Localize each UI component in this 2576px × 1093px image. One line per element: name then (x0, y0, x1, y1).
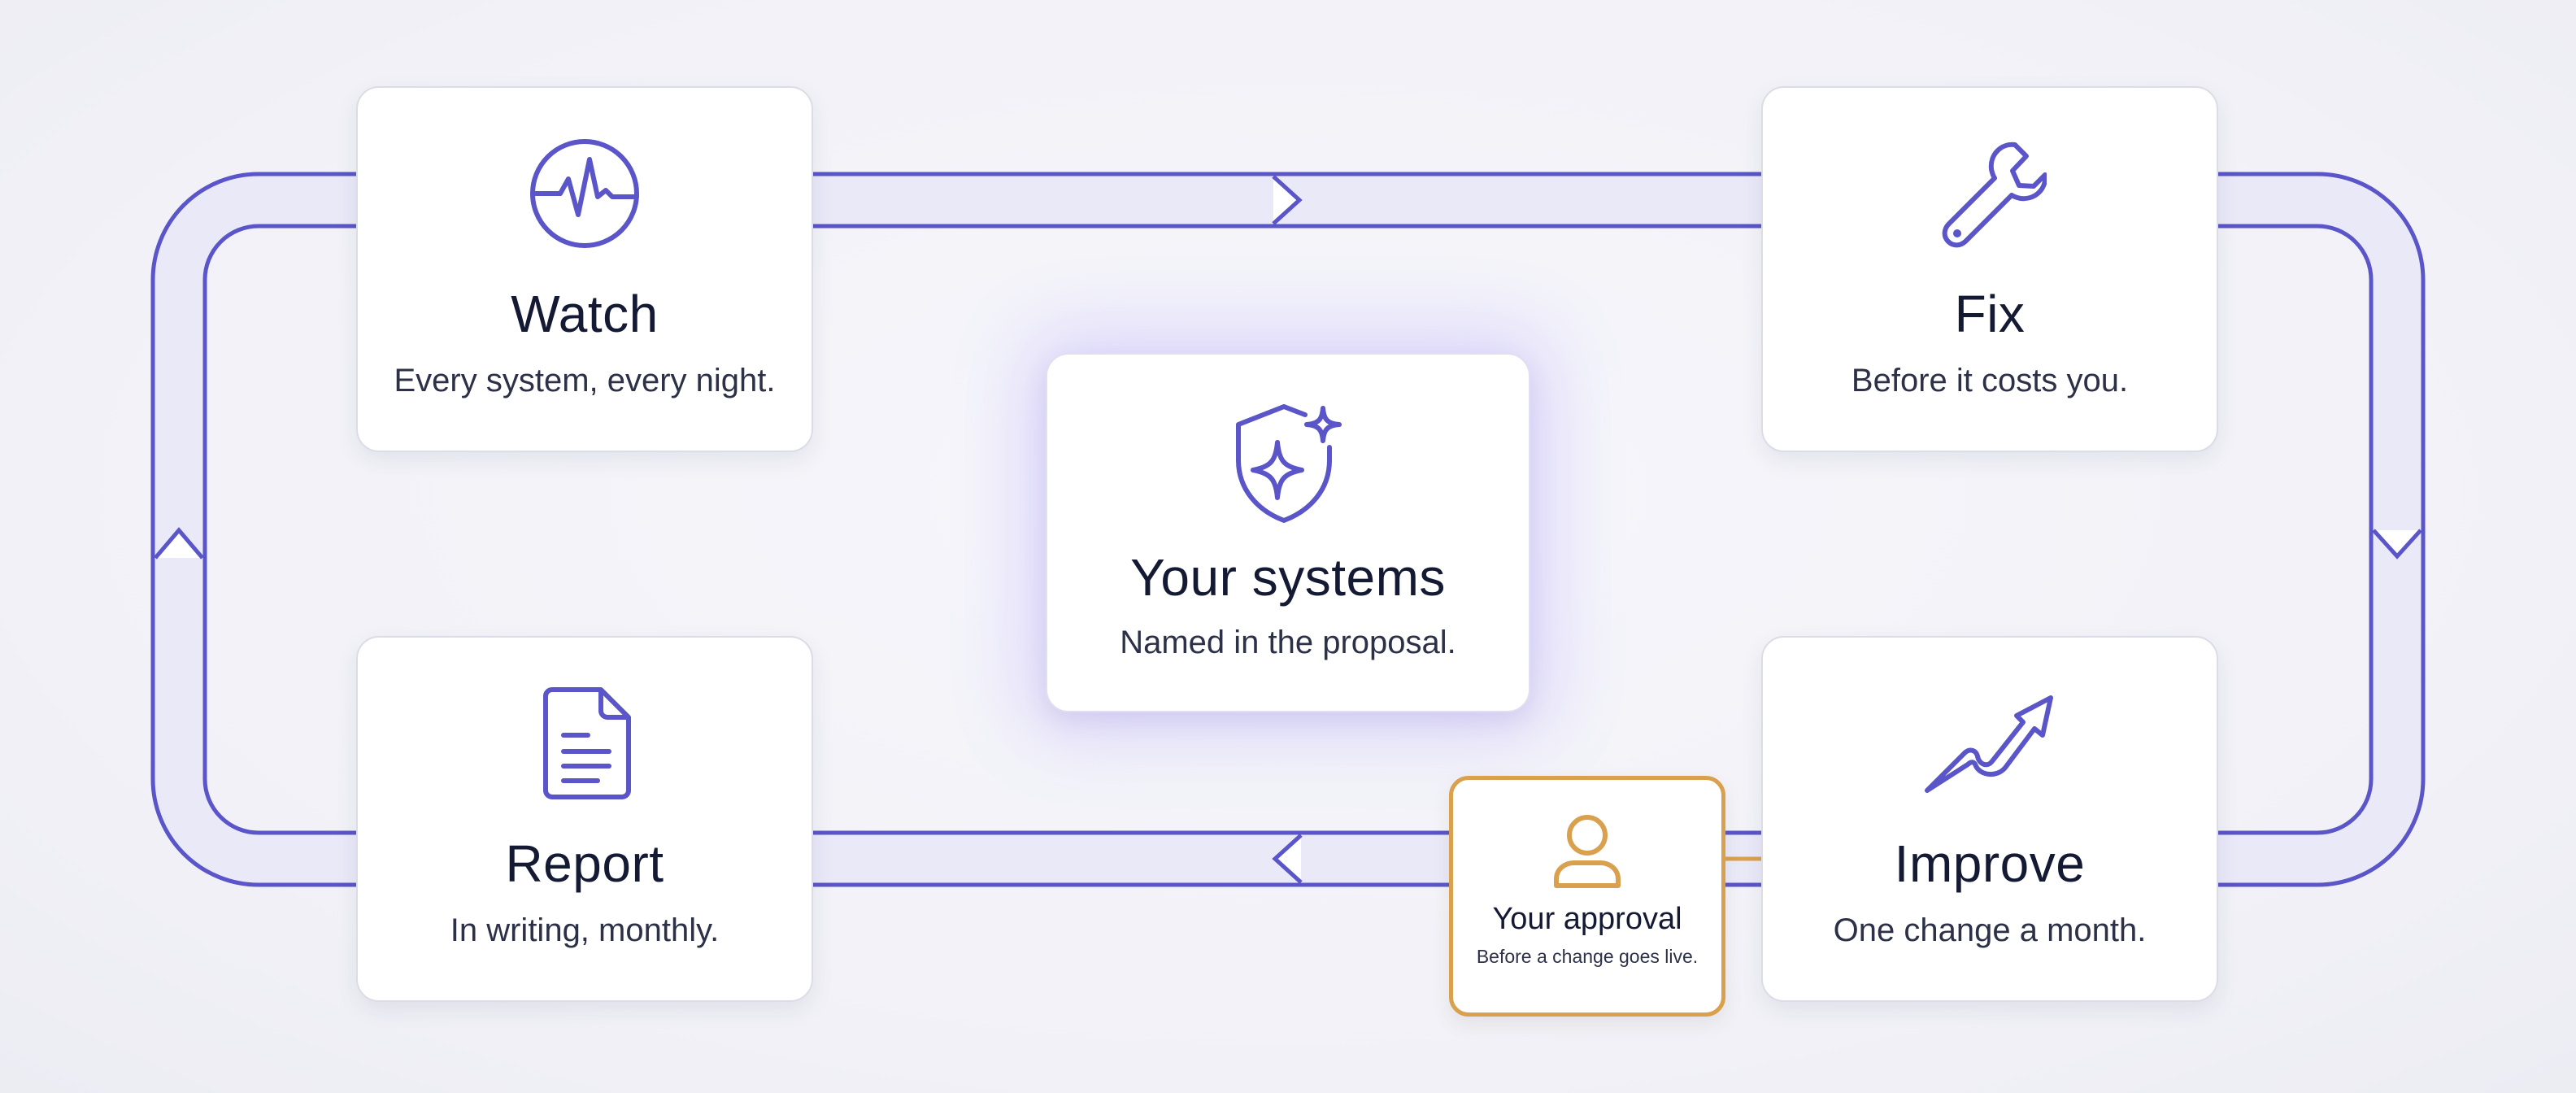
step-card-report: Report In writing, monthly. (356, 636, 813, 1002)
loop-inner-rail (202, 224, 2374, 835)
shield-sparkle-icon (1236, 404, 1342, 523)
step-subtitle: In writing, monthly. (450, 912, 720, 948)
step-title: Fix (1954, 285, 2026, 343)
step-subtitle: Before it costs you. (1851, 363, 2129, 398)
approval-subtitle: Before a change goes live. (1476, 946, 1699, 967)
direction-arrow-right (1272, 175, 1303, 225)
center-title: Your systems (1130, 548, 1446, 607)
center-card: Your systems Named in the proposal. (1046, 353, 1530, 712)
step-card-watch: Watch Every system, every night. (356, 86, 813, 452)
document-icon (543, 687, 631, 799)
approval-card: Your approval Before a change goes live. (1449, 776, 1725, 1017)
step-title: Report (505, 834, 664, 893)
step-subtitle: Every system, every night. (394, 363, 776, 398)
approval-title: Your approval (1492, 902, 1682, 936)
person-icon (1554, 815, 1621, 888)
direction-arrow-down (2372, 529, 2422, 560)
heartbeat-icon (530, 139, 639, 248)
step-card-improve: Improve One change a month. (1761, 636, 2218, 1002)
step-card-fix: Fix Before it costs you. (1761, 86, 2218, 452)
step-title: Improve (1894, 834, 2086, 893)
loop-outer-rail (150, 172, 2426, 887)
trend-up-icon (1925, 695, 2053, 793)
direction-arrow-left (1272, 834, 1303, 884)
step-subtitle: One change a month. (1833, 912, 2147, 948)
center-subtitle: Named in the proposal. (1120, 625, 1456, 660)
wrench-icon (1942, 142, 2047, 248)
step-title: Watch (511, 285, 659, 343)
direction-arrow-up (154, 527, 204, 560)
